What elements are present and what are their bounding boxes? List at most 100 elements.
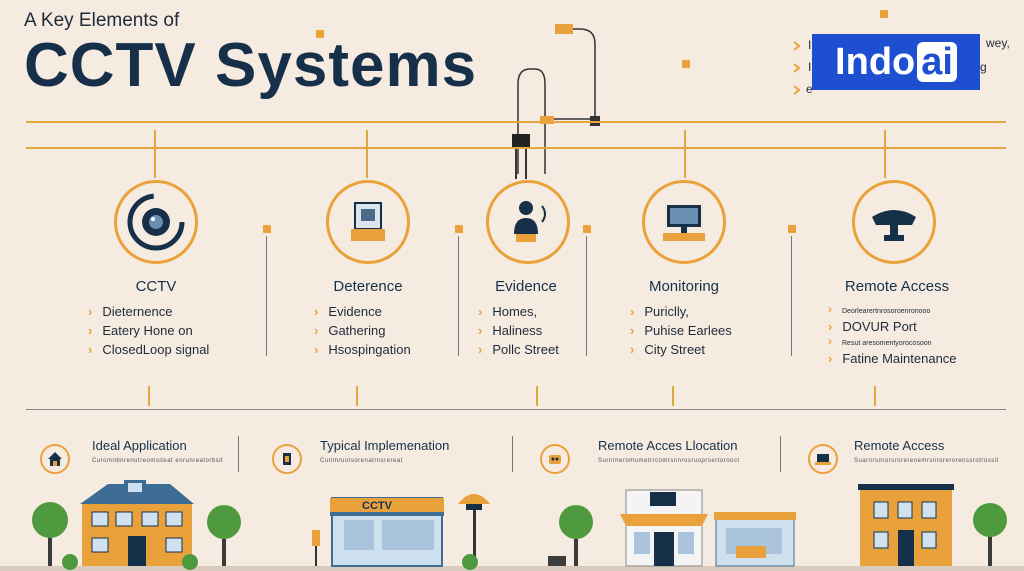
decor-square [880, 10, 888, 18]
page-subtitle: A Key Elements of [24, 10, 180, 31]
bullet-item: ›DOVUR Port [828, 319, 917, 334]
house-icon [48, 452, 62, 466]
divider-line [26, 409, 1006, 410]
feature-bullets-cctv: ›Dieternence ›Eatery Hone on ›ClosedLoop… [88, 302, 209, 359]
feature-circle-deterence [326, 180, 410, 264]
connector-line [148, 386, 150, 406]
connector-line [356, 386, 358, 406]
bottom-title: Typical Implemenation [320, 438, 450, 453]
connector-line [536, 386, 538, 406]
bullet-item: ›Deorlearertnrosoroenronooo [828, 302, 931, 316]
house-icon [80, 480, 194, 566]
device-icon [283, 453, 291, 465]
feature-title: Evidence [495, 278, 557, 295]
bullet-item: ›Dieternence [88, 304, 173, 319]
tree-icon [207, 505, 241, 566]
dome-camera-icon [872, 210, 916, 241]
logo-text-ai: ai [917, 42, 957, 82]
corner-fragment: g [980, 60, 987, 74]
bottom-title: Ideal Application [92, 438, 187, 453]
bottom-title: Remote Acces Llocation [598, 438, 738, 453]
page-title: CCTV Systems [24, 31, 478, 100]
feature-circle-evidence [486, 180, 570, 264]
feature-circle-monitoring [642, 180, 726, 264]
monitor-desk-icon [351, 202, 385, 241]
bullet-item: ›Fatine Maintenance [828, 351, 957, 366]
decor-square [455, 225, 463, 233]
connector-line [684, 130, 686, 178]
cable-connector-icon [512, 24, 600, 179]
divider-line [26, 121, 1006, 123]
store-icon [714, 512, 796, 567]
column-divider [238, 436, 239, 472]
feature-title: Monitoring [648, 278, 720, 295]
bottom-subtext: Curomnbnrenutreomsiteat enrunreatorbsit [92, 458, 224, 464]
store-sign: CCTV [362, 500, 392, 512]
bottom-icon-remote-access [808, 444, 838, 474]
tree-icon [973, 503, 1007, 566]
bullet-item: ›Hsospingation [314, 342, 411, 357]
person-signal-icon [514, 201, 546, 242]
street-illustration [0, 480, 1024, 571]
bullet-item: ›City Street [630, 342, 706, 357]
laptop-icon [815, 454, 831, 465]
shop-icon [620, 489, 708, 567]
bottom-subtext: Suarnrsnrorsrorerenemrsnrorerorenssrotro… [854, 458, 999, 464]
column-divider [586, 236, 587, 356]
controller-icon [549, 455, 561, 464]
corner-fragment: I [808, 38, 812, 52]
tree-icon [559, 505, 593, 566]
feature-circle-remote-access [852, 180, 936, 264]
feature-title: Remote Access [844, 278, 950, 295]
bottom-icon-typical [272, 444, 302, 474]
indoai-logo: Indo ai [812, 34, 980, 90]
decor-square [316, 30, 324, 38]
corner-fragment: e [806, 82, 813, 96]
bottom-title: Remote Access [854, 438, 945, 453]
feature-title: Deterence [333, 278, 403, 295]
bullet-item: ›Haliness [478, 323, 543, 338]
column-divider [266, 236, 267, 356]
connector-line [874, 386, 876, 406]
decor-square [263, 225, 271, 233]
bullet-item: ›Pollc Street [478, 342, 559, 357]
decor-square [583, 225, 591, 233]
bullet-item: ›Eatery Hone on [88, 323, 193, 338]
feature-circle-cctv [114, 180, 198, 264]
connector-line [672, 386, 674, 406]
bottom-subtext: Surnrneromumetrrcomrsnnrosruoprsertoroos… [598, 458, 740, 464]
bullet-item: ›Gathering [314, 323, 386, 338]
bullet-item: ›Resut aresomentyorocosoon [828, 334, 932, 348]
bullet-item: ›Homes, [478, 304, 538, 319]
tree-icon [32, 502, 68, 566]
feature-bullets-monitoring: ›Puriclly, ›Puhise Earlees ›City Street [630, 302, 732, 359]
column-divider [780, 436, 781, 472]
divider-line [26, 147, 1006, 149]
connector-line [884, 130, 886, 178]
computer-monitor-icon [663, 205, 705, 241]
cctv-store-icon [330, 497, 444, 567]
connector-line [366, 130, 368, 178]
bottom-subtext: Curimruotsorenatrnsrereat [320, 458, 403, 464]
corner-fragment: wey, [986, 36, 1010, 50]
connector-line [154, 130, 156, 178]
feature-bullets-evidence: ›Homes, ›Haliness ›Pollc Street [478, 302, 559, 359]
corner-fragment: I [808, 60, 812, 74]
column-divider [458, 236, 459, 356]
bottom-icon-remote-location [540, 444, 570, 474]
chevron-list-icon [793, 41, 801, 95]
building-icon [858, 484, 954, 566]
feature-bullets-deterence: ›Evidence ›Gathering ›Hsospingation [314, 302, 411, 359]
decor-square [682, 60, 690, 68]
bottom-icon-ideal [40, 444, 70, 474]
feature-title: CCTV [135, 278, 177, 295]
bullet-item: ›Puriclly, [630, 304, 689, 319]
bullet-item: ›Puhise Earlees [630, 323, 732, 338]
logo-text-indo: Indo [835, 40, 916, 83]
column-divider [512, 436, 513, 472]
street-camera-icon [458, 494, 490, 566]
column-divider [791, 236, 792, 356]
feature-bullets-remote-access: ›Deorlearertnrosoroenronooo ›DOVUR Port … [828, 302, 957, 366]
bullet-item: ›Evidence [314, 304, 382, 319]
bullet-item: ›ClosedLoop signal [88, 342, 210, 357]
